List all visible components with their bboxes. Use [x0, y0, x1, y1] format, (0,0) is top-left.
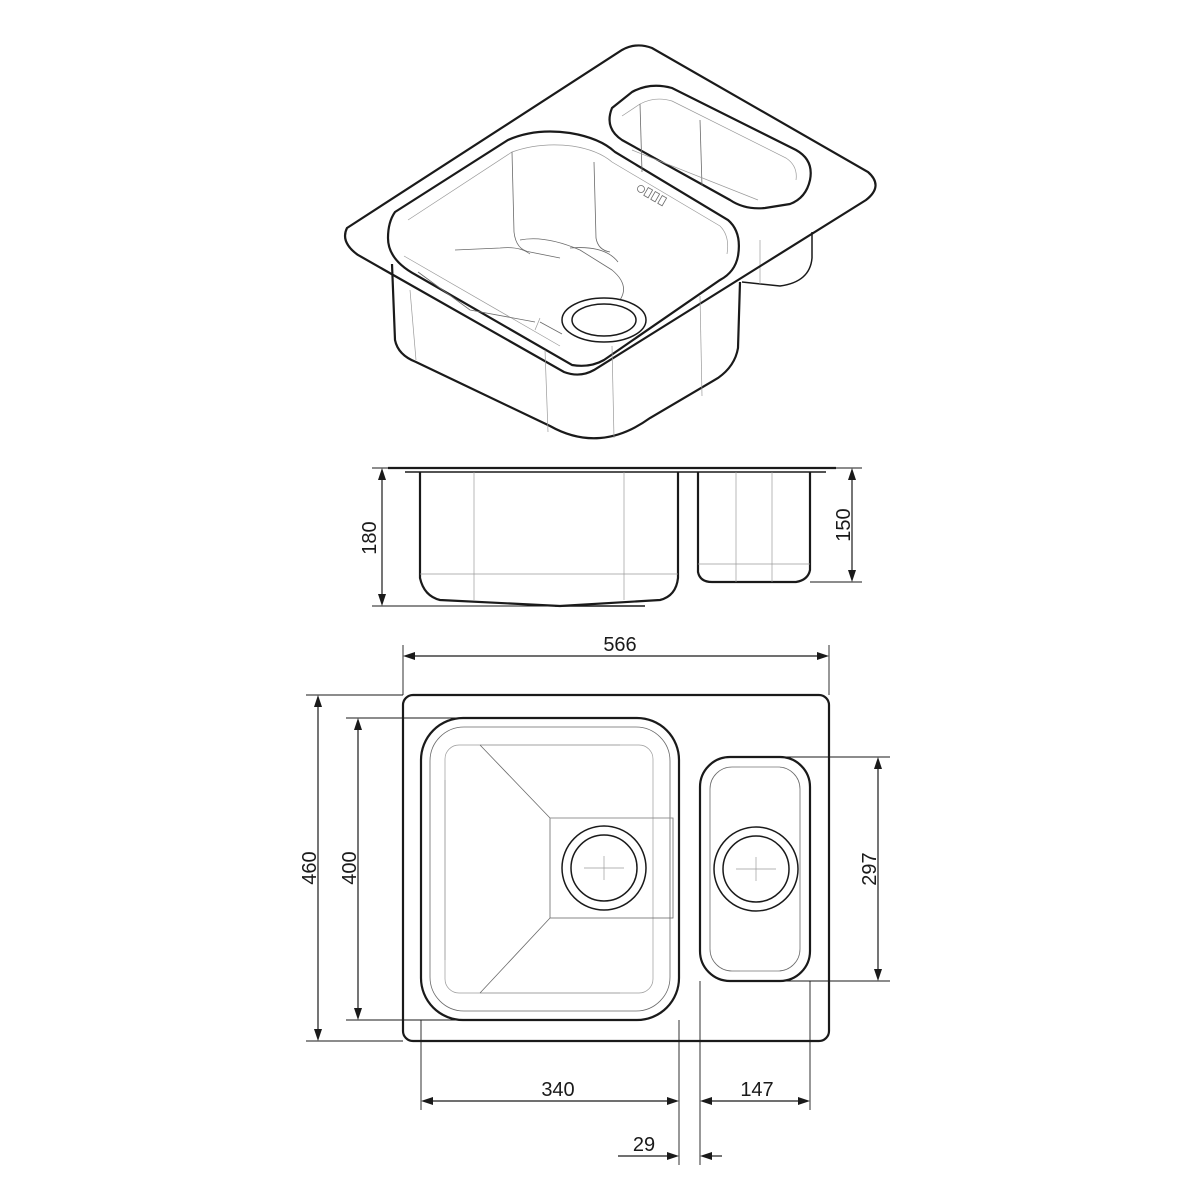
- main-bowl-body: [390, 263, 742, 440]
- isometric-view: [343, 44, 877, 440]
- dimension-566: 566: [402, 634, 830, 695]
- overflow-slot: [637, 185, 668, 207]
- plan-main-bowl: [419, 716, 681, 1022]
- main-drain: [561, 297, 647, 343]
- dimension-400: 400: [339, 717, 470, 1021]
- side-main-bowl: [418, 472, 680, 608]
- plan-second-drain: [713, 826, 799, 912]
- plan-deck: [401, 693, 831, 1043]
- deck-outline: [343, 44, 877, 376]
- plan-main-drain: [561, 825, 647, 911]
- dim-340-label: 340: [541, 1079, 574, 1101]
- dim-150-label: 150: [833, 508, 855, 541]
- side-second-bowl: [696, 472, 812, 584]
- dim-400-label: 400: [339, 851, 361, 884]
- plan-second-bowl: [698, 755, 812, 983]
- dimension-29: 29: [618, 1134, 722, 1160]
- main-bowl-rim: [386, 130, 740, 367]
- dim-180-label: 180: [359, 521, 381, 554]
- dim-566-label: 566: [603, 634, 636, 656]
- dim-147-label: 147: [740, 1079, 773, 1101]
- dimension-147: 147: [699, 981, 811, 1165]
- second-bowl-rim: [608, 84, 812, 210]
- dim-460-label: 460: [299, 851, 321, 884]
- plan-view: [401, 693, 831, 1043]
- dim-29-label: 29: [633, 1134, 655, 1156]
- dimension-150: 150: [810, 467, 862, 583]
- side-view: [388, 466, 836, 608]
- dimension-460: 460: [299, 694, 403, 1042]
- dimension-297: 297: [760, 756, 890, 982]
- dim-297-label: 297: [859, 852, 881, 885]
- dimension-180: 180: [359, 467, 560, 607]
- dimension-340: 340: [420, 1020, 680, 1165]
